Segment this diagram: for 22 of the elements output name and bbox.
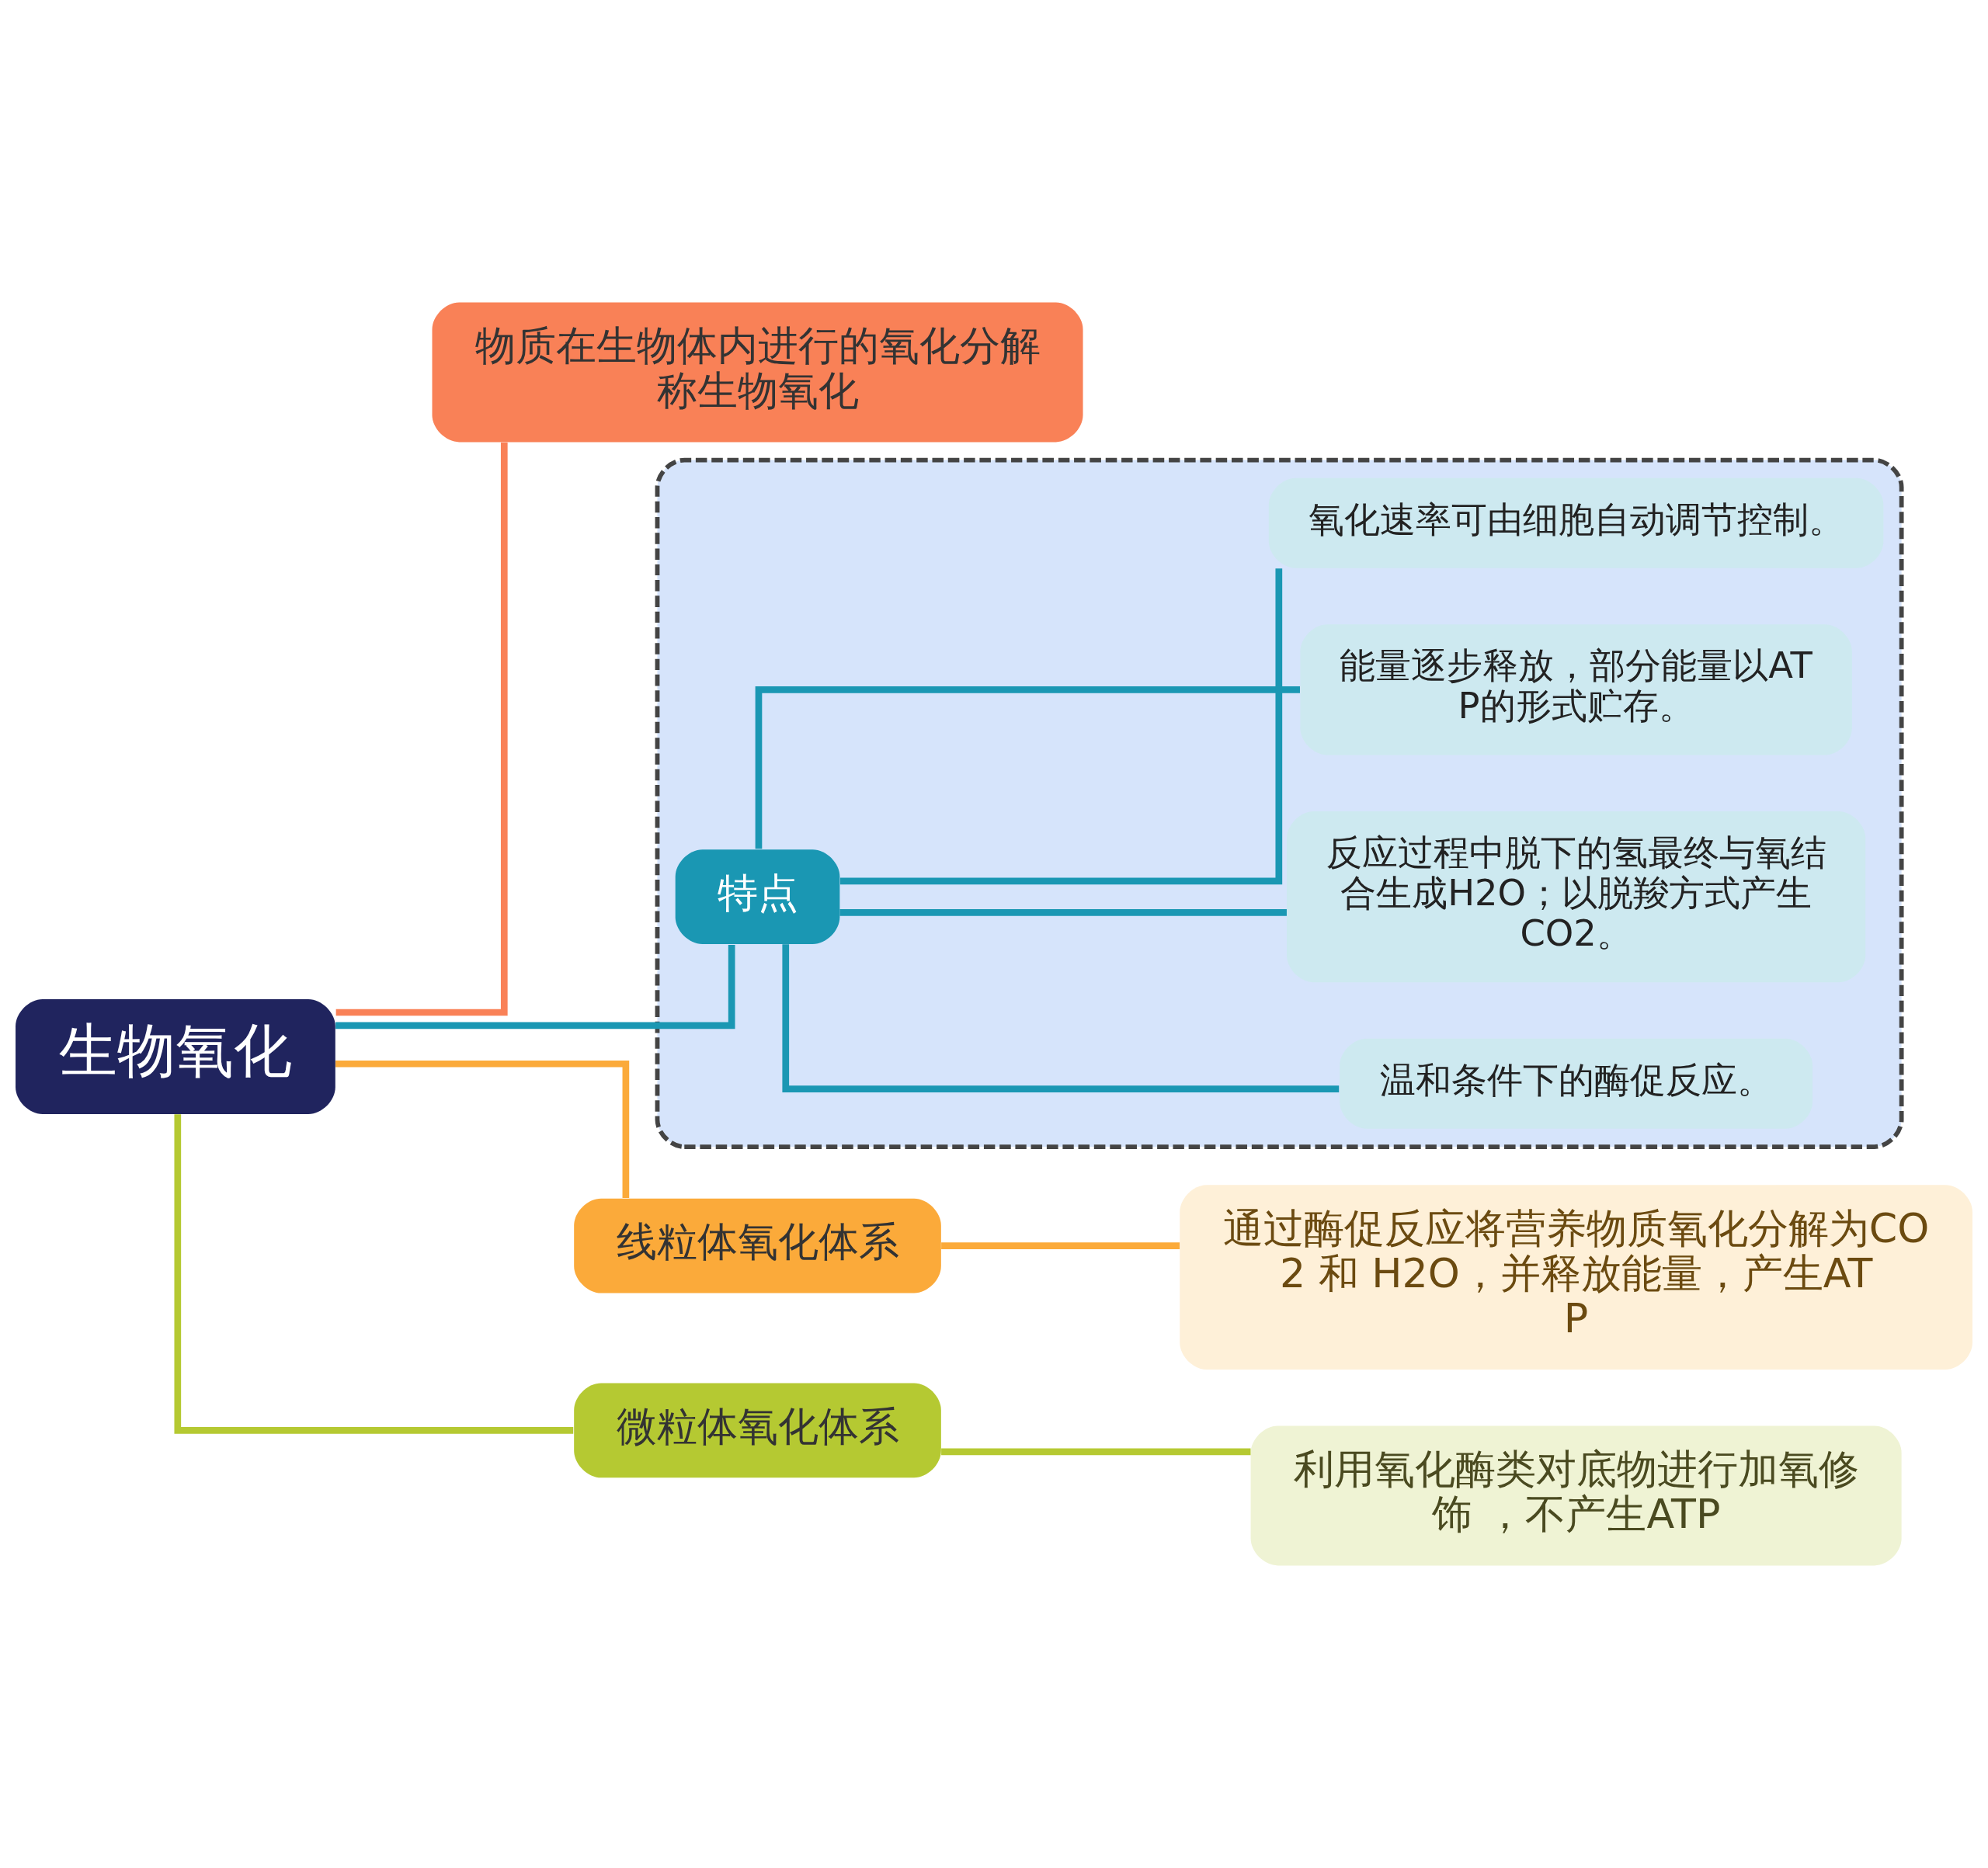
node-box: 利用氧化酶类对底物进行加氧修饰 ，不产生ATP [1250,1425,1902,1566]
node-box: 温和条件下的酶促反应。 [1340,1038,1813,1129]
node-box: 通过酶促反应将营养物质氧化分解为CO2 和 H2O，并释放能量，产生ATP [1180,1185,1972,1370]
node-box: 生物氧化 [16,999,335,1114]
connector [755,686,1300,849]
cluster [655,457,1904,1149]
node-box: 特点 [675,849,840,945]
node-box: 能量逐步释放，部分能量以ATP的形式贮存。 [1300,624,1852,755]
connector [941,1242,1180,1249]
connector [335,443,508,1016]
connector [839,909,1287,916]
connector [839,568,1283,885]
node-box: 物质在生物体内进行的氧化分解称生物氧化 [432,302,1083,443]
node-box: 线粒体氧化体系 [574,1198,941,1293]
connector [335,944,735,1029]
connector [941,1448,1251,1456]
connector [782,944,1340,1092]
node-box: 微粒体氧化体系 [574,1383,941,1478]
node-box: 氧化速率可由细胞自动调节控制。 [1268,477,1884,568]
connector [335,1060,630,1199]
node-box: 反应过程中脱下的氢最终与氧结合生成H2O；以脱羧方式产生CO2。 [1287,811,1866,983]
connector [174,1114,574,1434]
